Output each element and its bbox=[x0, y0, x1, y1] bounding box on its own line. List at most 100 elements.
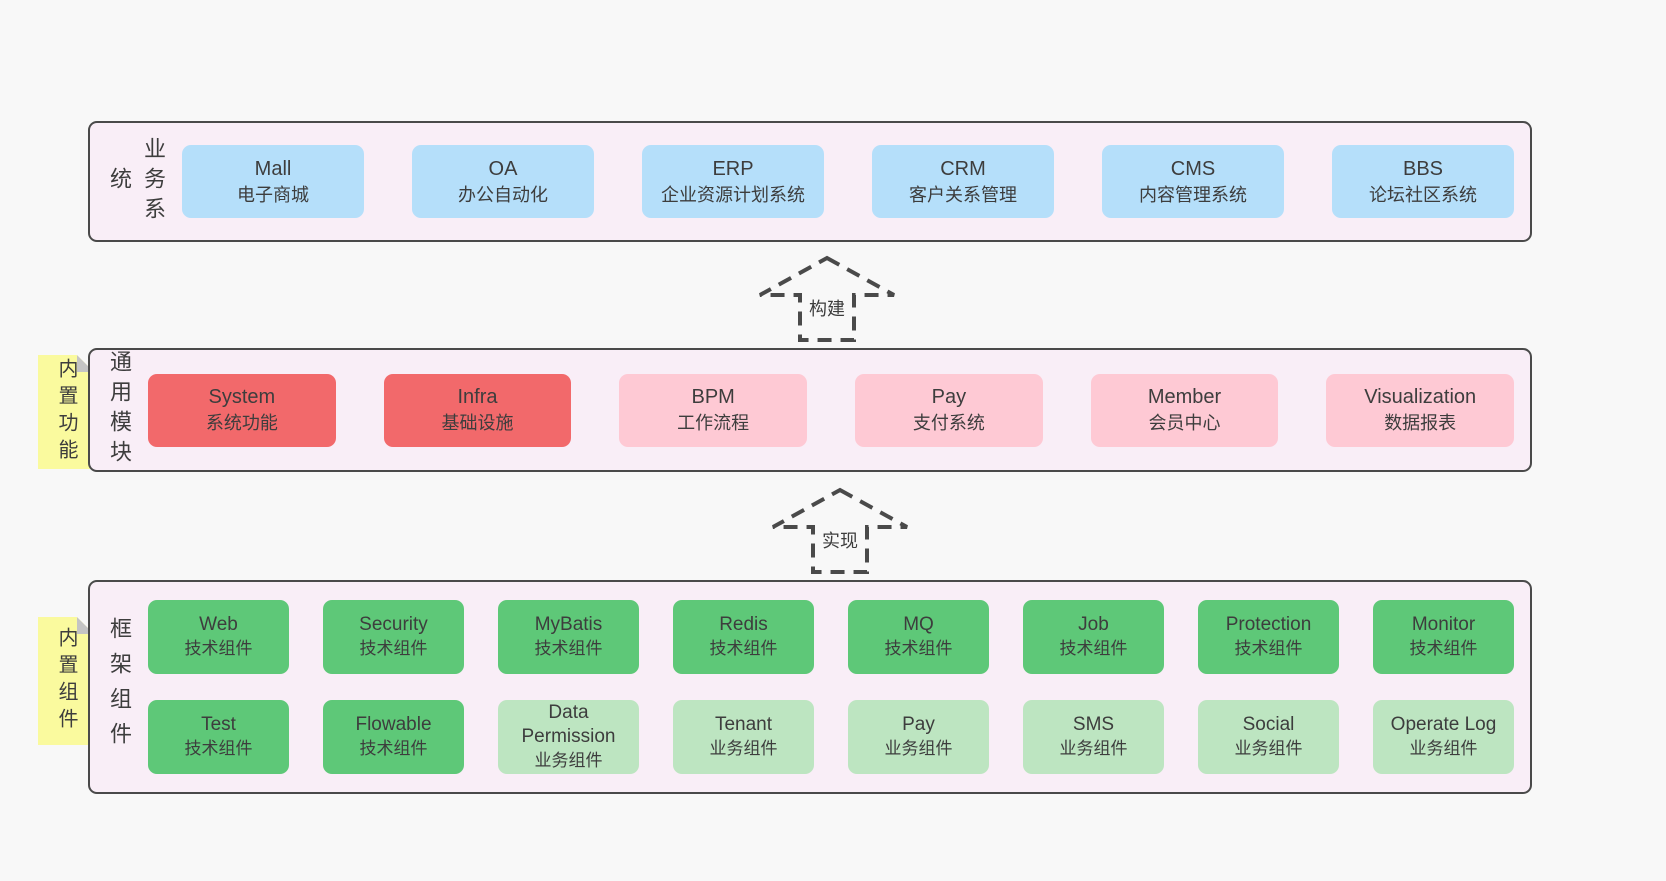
box-title: Redis bbox=[719, 614, 768, 635]
arrow-implement: 实现 bbox=[770, 487, 910, 575]
box-subtitle: 数据报表 bbox=[1384, 413, 1457, 433]
box-subtitle: 客户关系管理 bbox=[909, 184, 1017, 205]
box-subtitle: 系统功能 bbox=[205, 413, 278, 433]
box-title: CMS bbox=[1170, 157, 1216, 180]
box-tenant: Tenant 业务组件 bbox=[673, 700, 814, 774]
box-subtitle: 业务组件 bbox=[884, 739, 953, 758]
box-social: Social 业务组件 bbox=[1198, 700, 1339, 774]
arrow-implement-label: 实现 bbox=[818, 526, 862, 554]
box-subtitle: 业务组件 bbox=[709, 739, 778, 758]
box-subtitle: 企业资源计划系统 bbox=[661, 184, 805, 205]
box-subtitle: 业务组件 bbox=[1059, 739, 1128, 758]
box-subtitle: 技术组件 bbox=[1234, 639, 1303, 658]
sticky-note-built-in-components: 内置组件 bbox=[38, 617, 94, 745]
box-mybatis: MyBatis 技术组件 bbox=[498, 600, 639, 674]
box-title: Flowable bbox=[355, 714, 432, 735]
box-infra: Infra 基础设施 bbox=[383, 373, 572, 447]
box-subtitle: 电子商城 bbox=[237, 184, 309, 205]
box-monitor: Monitor 技术组件 bbox=[1373, 600, 1514, 674]
box-erp: ERP 企业资源计划系统 bbox=[642, 145, 824, 218]
box-subtitle: 技术组件 bbox=[184, 639, 253, 658]
framework-rows: Web 技术组件 Security 技术组件 MyBatis 技术组件 Redi… bbox=[148, 600, 1514, 774]
box-title: Test bbox=[201, 714, 236, 735]
box-data-permission: Data Permission 业务组件 bbox=[498, 700, 639, 774]
box-cms: CMS 内容管理系统 bbox=[1102, 145, 1284, 218]
box-bbs: BBS 论坛社区系统 bbox=[1332, 145, 1514, 218]
box-subtitle: 办公自动化 bbox=[458, 184, 548, 205]
box-subtitle: 内容管理系统 bbox=[1139, 184, 1247, 205]
box-title: SMS bbox=[1072, 714, 1115, 735]
box-title: Web bbox=[199, 614, 238, 635]
band-business-systems: 业务系统 Mall 电子商城 OA 办公自动化 ERP 企业资源计划系统 CRM… bbox=[88, 121, 1532, 242]
box-pay-business: Pay 业务组件 bbox=[848, 700, 989, 774]
box-system: System 系统功能 bbox=[148, 373, 336, 447]
box-redis: Redis 技术组件 bbox=[673, 600, 814, 674]
box-title: Security bbox=[359, 614, 428, 635]
box-pay: Pay 支付系统 bbox=[855, 373, 1043, 447]
box-subtitle: 业务组件 bbox=[534, 751, 603, 770]
framework-row-1: Web 技术组件 Security 技术组件 MyBatis 技术组件 Redi… bbox=[148, 600, 1514, 674]
box-subtitle: 技术组件 bbox=[359, 739, 428, 758]
box-subtitle: 论坛社区系统 bbox=[1369, 184, 1477, 205]
box-subtitle: 技术组件 bbox=[709, 639, 778, 658]
band-framework-components: 框架组件 Web 技术组件 Security 技术组件 MyBatis 技术组件… bbox=[88, 580, 1532, 794]
band-common-modules: 通用模块 System 系统功能 Infra 基础设施 BPM 工作流程 Pay… bbox=[88, 348, 1532, 472]
box-title: OA bbox=[488, 157, 518, 180]
box-title: Monitor bbox=[1411, 614, 1476, 635]
box-job: Job 技术组件 bbox=[1023, 600, 1164, 674]
box-oa: OA 办公自动化 bbox=[412, 145, 594, 218]
box-protection: Protection 技术组件 bbox=[1198, 600, 1339, 674]
box-title: ERP bbox=[712, 157, 754, 180]
box-title: Pay bbox=[902, 714, 935, 735]
box-title: Infra bbox=[457, 386, 498, 408]
box-title: Social bbox=[1242, 714, 1295, 735]
box-crm: CRM 客户关系管理 bbox=[872, 145, 1054, 218]
up-block-arrow-icon bbox=[772, 487, 908, 574]
box-sms: SMS 业务组件 bbox=[1023, 700, 1164, 774]
box-subtitle: 技术组件 bbox=[884, 639, 953, 658]
box-title: Data Permission bbox=[521, 702, 616, 747]
box-title: Visualization bbox=[1364, 386, 1477, 408]
arrow-build-label: 构建 bbox=[805, 294, 849, 322]
box-title: CRM bbox=[940, 157, 986, 180]
up-block-arrow-icon bbox=[759, 255, 895, 342]
box-web: Web 技术组件 bbox=[148, 600, 289, 674]
box-subtitle: 技术组件 bbox=[534, 639, 603, 658]
box-mall: Mall 电子商城 bbox=[182, 145, 364, 218]
box-title: Operate Log bbox=[1390, 714, 1497, 735]
box-title: Pay bbox=[931, 386, 967, 408]
box-subtitle: 业务组件 bbox=[1409, 739, 1478, 758]
box-title: BPM bbox=[691, 386, 735, 408]
common-box-row: System 系统功能 Infra 基础设施 BPM 工作流程 Pay 支付系统… bbox=[148, 373, 1515, 447]
box-title: Job bbox=[1078, 614, 1109, 635]
box-title: Tenant bbox=[714, 714, 773, 735]
box-subtitle: 工作流程 bbox=[677, 413, 750, 433]
box-subtitle: 技术组件 bbox=[1059, 639, 1128, 658]
band-label-business: 业务系统 bbox=[107, 136, 166, 227]
box-title: MQ bbox=[903, 614, 934, 635]
arrow-build: 构建 bbox=[757, 255, 897, 343]
box-title: MyBatis bbox=[534, 614, 603, 635]
note-text: 内置组件 bbox=[55, 627, 77, 735]
band-label-common: 通用模块 bbox=[107, 350, 132, 470]
box-subtitle: 基础设施 bbox=[441, 413, 514, 433]
sticky-note-built-in-features: 内置功能 bbox=[38, 355, 94, 469]
box-subtitle: 技术组件 bbox=[359, 639, 428, 658]
box-title: BBS bbox=[1402, 157, 1444, 180]
box-visualization: Visualization 数据报表 bbox=[1326, 373, 1515, 447]
box-subtitle: 业务组件 bbox=[1234, 739, 1303, 758]
business-box-row: Mall 电子商城 OA 办公自动化 ERP 企业资源计划系统 CRM 客户关系… bbox=[182, 145, 1514, 218]
box-title: System bbox=[208, 386, 276, 408]
box-subtitle: 会员中心 bbox=[1148, 413, 1221, 433]
box-subtitle: 技术组件 bbox=[184, 739, 253, 758]
box-mq: MQ 技术组件 bbox=[848, 600, 989, 674]
framework-row-2: Test 技术组件 Flowable 技术组件 Data Permission … bbox=[148, 700, 1514, 774]
box-flowable: Flowable 技术组件 bbox=[323, 700, 464, 774]
box-bpm: BPM 工作流程 bbox=[619, 373, 808, 447]
box-subtitle: 支付系统 bbox=[912, 413, 985, 433]
box-operate-log: Operate Log 业务组件 bbox=[1373, 700, 1514, 774]
box-title: Member bbox=[1147, 386, 1222, 408]
band-label-framework: 框架组件 bbox=[107, 617, 132, 757]
box-subtitle: 技术组件 bbox=[1409, 639, 1478, 658]
